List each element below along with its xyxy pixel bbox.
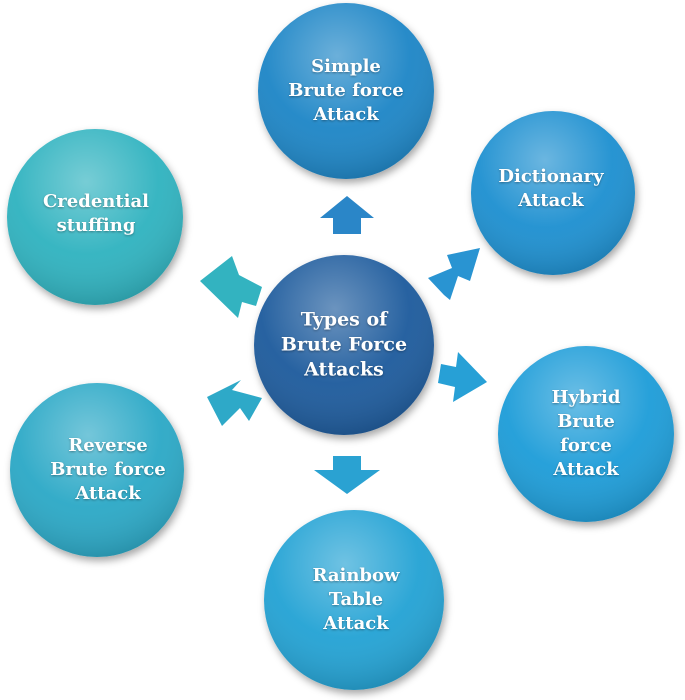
arrow-to-rainbow xyxy=(314,456,380,494)
node-label-hybrid: Hybrid Brute force Attack xyxy=(551,387,621,480)
node-label-credential: Credential stuffing xyxy=(42,191,150,236)
node-label-simple: Simple Brute force Attack xyxy=(288,56,404,125)
node-label-rainbow: Rainbow Table Attack xyxy=(312,565,400,634)
node-label-dictionary: Dictionary Attack xyxy=(498,166,604,211)
arrow-to-simple xyxy=(320,196,374,234)
node-label-reverse: Reverse Brute force Attack xyxy=(50,435,166,504)
arrow-to-hybrid xyxy=(438,352,487,402)
arrow-to-credential xyxy=(200,256,262,318)
arrow-to-reverse xyxy=(207,380,262,426)
center-label: Types of Brute Force Attacks xyxy=(280,308,408,381)
arrow-to-dictionary xyxy=(428,248,480,300)
